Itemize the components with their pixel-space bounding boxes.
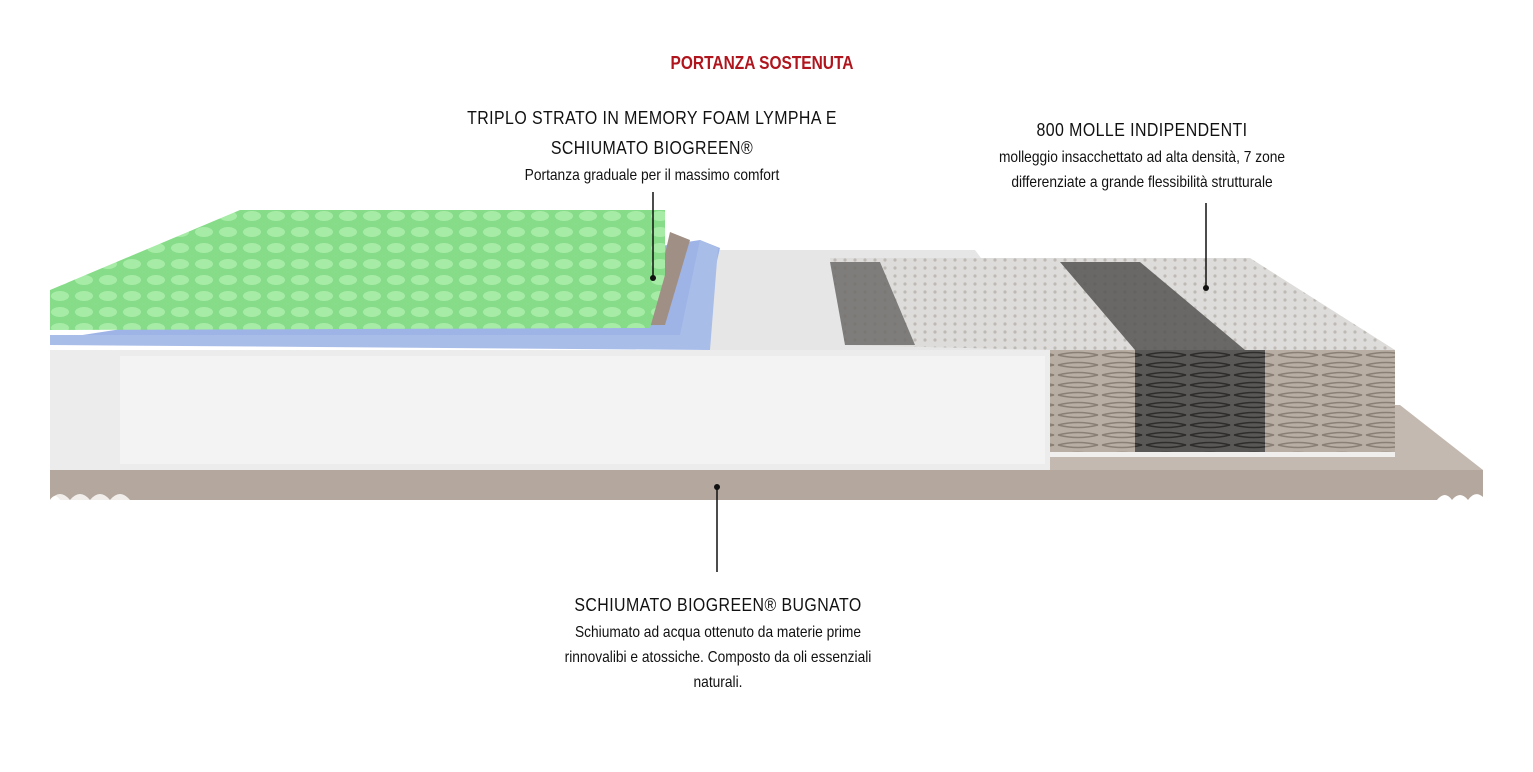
callout-description: Schiumato ad acqua ottenuto da materie p… xyxy=(574,624,862,641)
callout-description: Portanza graduale per il massimo comfort xyxy=(524,167,780,184)
base-foam-callout: SCHIUMATO BIOGREEN® BUGNATO Schiumato ad… xyxy=(565,590,872,695)
callout-description: differenziate a grande flessibilità stru… xyxy=(1011,174,1273,191)
callout-heading: SCHIUMATO BIOGREEN® BUGNATO xyxy=(574,594,862,615)
callout-heading: 800 MOLLE INDIPENDENTI xyxy=(1036,119,1248,140)
callout-heading: TRIPLO STRATO IN MEMORY FOAM LYMPHA E xyxy=(467,107,837,128)
memory-foam-layers xyxy=(50,210,720,350)
pocket-springs xyxy=(830,258,1395,457)
callout-description: naturali. xyxy=(693,674,743,691)
memory-foam-callout: TRIPLO STRATO IN MEMORY FOAM LYMPHA E SC… xyxy=(467,103,837,188)
springs-callout: 800 MOLLE INDIPENDENTI molleggio insacch… xyxy=(999,115,1285,195)
callout-description: rinnovalibi e atossiche. Composto da oli… xyxy=(564,649,872,666)
callout-description: molleggio insacchettato ad alta densità,… xyxy=(998,149,1286,166)
page-title: PORTANZA SOSTENUTA xyxy=(670,53,854,73)
callout-heading: SCHIUMATO BIOGREEN® xyxy=(550,137,754,158)
leader-lines xyxy=(650,192,1209,572)
